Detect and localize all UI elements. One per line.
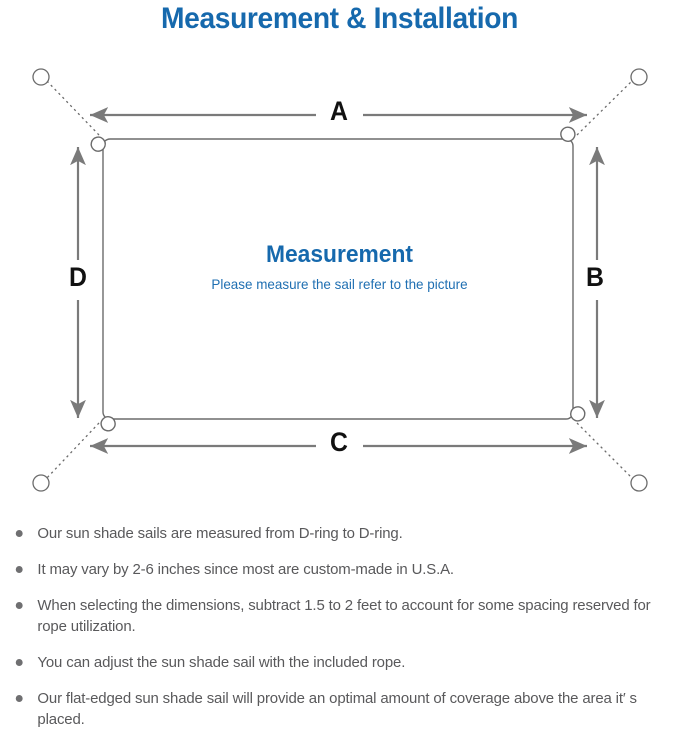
list-item-text: When selecting the dimensions, subtract … xyxy=(37,597,651,635)
d-ring-top-right xyxy=(560,126,576,142)
list-item: Our sun shade sails are measured from D-… xyxy=(0,523,669,544)
dimension-label-a: A xyxy=(330,96,348,126)
dimension-label-c: C xyxy=(330,427,348,457)
sail-outline xyxy=(102,138,574,420)
list-item: You can adjust the sun shade sail with t… xyxy=(0,652,669,673)
list-item: When selecting the dimensions, subtract … xyxy=(0,595,669,637)
measurement-diagram xyxy=(32,68,648,492)
list-item-text: Our sun shade sails are measured from D-… xyxy=(37,525,403,542)
anchor-point-top-right xyxy=(630,68,648,86)
bullet-icon xyxy=(15,695,23,702)
bullet-icon xyxy=(15,566,23,573)
d-ring-bottom-right xyxy=(570,406,586,422)
d-ring-bottom-left xyxy=(100,416,116,432)
anchor-point-bottom-left xyxy=(32,474,50,492)
d-ring-top-left xyxy=(90,136,106,152)
bullet-icon xyxy=(15,530,23,537)
dimension-label-d: D xyxy=(69,262,87,292)
list-item-text: Our flat-edged sun shade sail will provi… xyxy=(37,690,637,728)
list-item: Our flat-edged sun shade sail will provi… xyxy=(0,688,669,730)
notes-list: Our sun shade sails are measured from D-… xyxy=(0,523,679,745)
anchor-point-bottom-right xyxy=(630,474,648,492)
bullet-icon xyxy=(15,659,23,666)
bullet-icon xyxy=(15,602,23,609)
page-title: Measurement & Installation xyxy=(161,2,518,35)
rope-top-right xyxy=(576,78,635,136)
rope-bottom-right xyxy=(576,422,635,481)
list-item-text: It may vary by 2-6 inches since most are… xyxy=(37,561,454,578)
dimension-label-b: B xyxy=(586,262,604,292)
rope-top-left xyxy=(44,78,100,136)
list-item: It may vary by 2-6 inches since most are… xyxy=(0,559,669,580)
rope-bottom-left xyxy=(44,422,100,481)
anchor-point-top-left xyxy=(32,68,50,86)
list-item-text: You can adjust the sun shade sail with t… xyxy=(37,654,406,671)
